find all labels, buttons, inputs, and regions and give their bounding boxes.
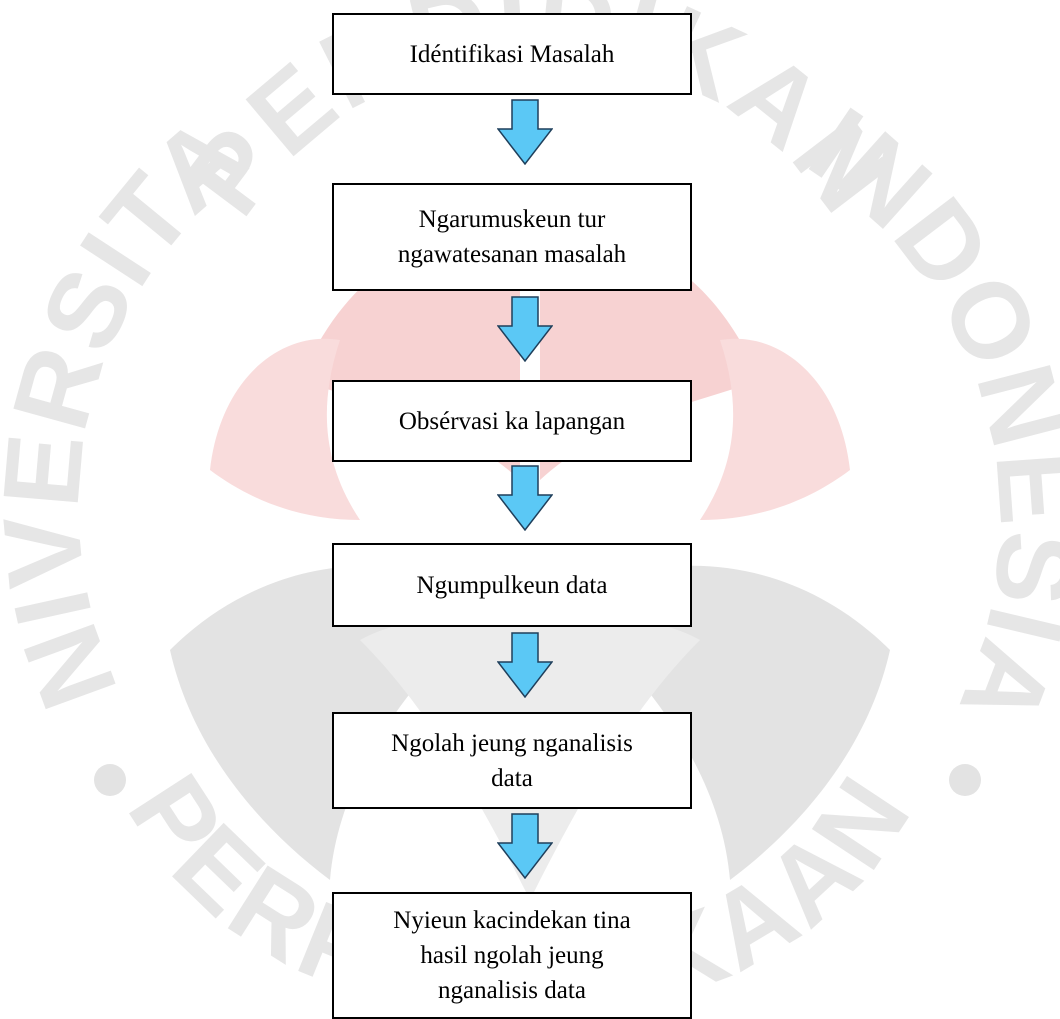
watermark-petal-side-left xyxy=(210,338,360,520)
watermark-dot-right xyxy=(949,764,981,796)
arrow-down-icon xyxy=(497,465,553,531)
step-formulate-problem: Ngarumuskeun tur ngawatesanan masalah xyxy=(332,183,692,291)
watermark-dot-left xyxy=(94,764,126,796)
step-collect-data: Ngumpulkeun data xyxy=(332,543,692,627)
step-analyze-data: Ngolah jeung nganalisis data xyxy=(332,712,692,809)
arrow-down-icon xyxy=(497,296,553,362)
arrow-down-icon xyxy=(497,99,553,165)
arrow-down-icon xyxy=(497,632,553,698)
arrow-down-icon xyxy=(497,813,553,879)
step-conclusion: Nyieun kacindekan tina hasil ngolah jeun… xyxy=(332,892,692,1019)
step-identify-problem: Idéntifikasi Masalah xyxy=(332,13,692,95)
step-field-observation: Obsérvasi ka lapangan xyxy=(332,380,692,462)
watermark-petal-side-right xyxy=(700,338,850,520)
